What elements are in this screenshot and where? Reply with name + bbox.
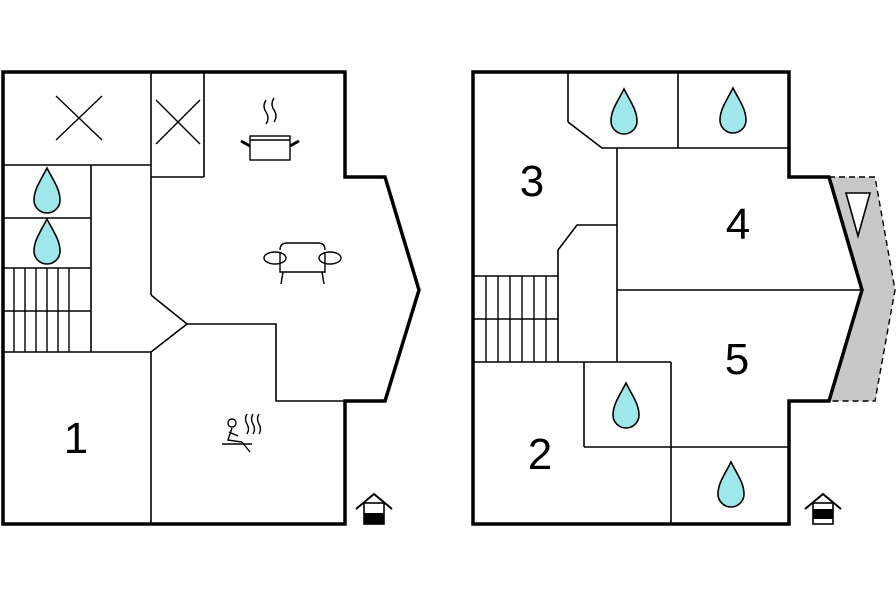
room-number: 1 <box>64 414 88 463</box>
water-drop-icon <box>33 218 61 265</box>
upper-floor: 3 4 5 2 <box>471 70 896 526</box>
water-drop-icon <box>719 87 747 134</box>
water-drop-icon <box>612 382 640 429</box>
room-number: 3 <box>520 157 544 206</box>
ground-floor: 1 <box>1 70 421 526</box>
room-number: 5 <box>725 335 749 384</box>
water-drop-icon <box>33 167 61 214</box>
triangle-marker-icon <box>844 192 872 239</box>
water-drop-icon <box>610 88 638 135</box>
sofa-icon <box>263 242 342 285</box>
room-number: 4 <box>726 200 750 249</box>
room-number: 2 <box>528 430 552 479</box>
upper-floor-partitions <box>473 72 862 524</box>
ground-floor-partitions <box>3 72 345 524</box>
upper-floor-outer-wall <box>471 70 864 526</box>
stairs-icon <box>3 268 91 352</box>
cross-box-icon <box>155 99 201 145</box>
stairs-icon <box>473 276 558 362</box>
house-entrance-icon <box>355 492 393 525</box>
sauna-icon <box>222 413 262 453</box>
water-drop-icon <box>717 461 745 508</box>
cross-box-icon <box>55 95 103 141</box>
ground-floor-outer-wall <box>1 70 421 526</box>
house-entrance-icon <box>804 492 842 525</box>
cooking-pot-icon <box>240 97 300 161</box>
